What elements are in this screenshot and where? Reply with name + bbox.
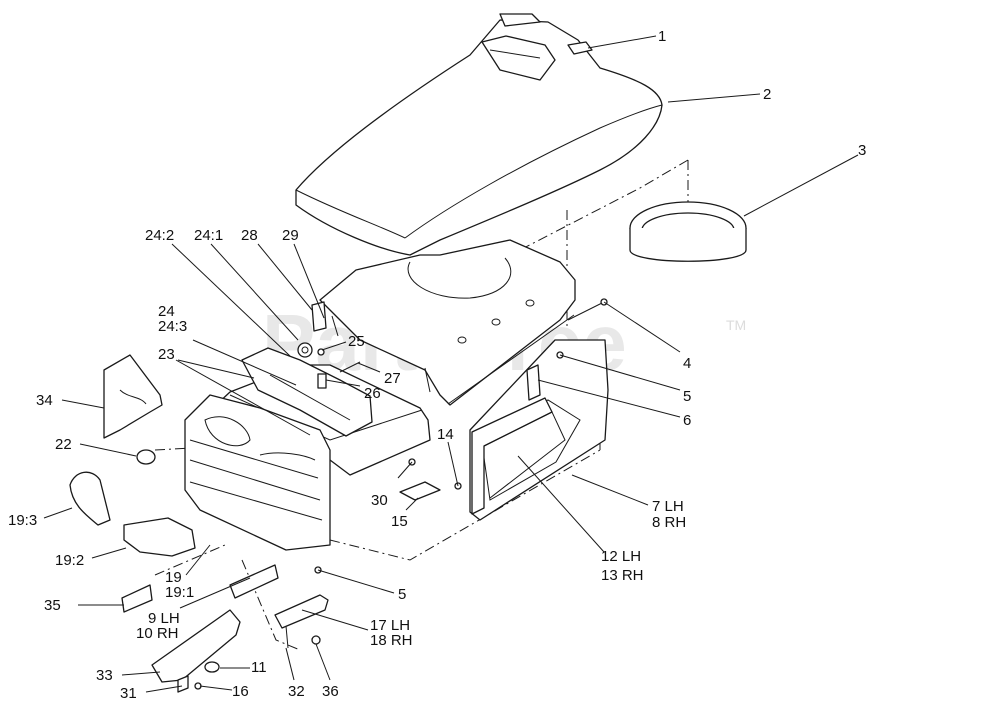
callout-28: 28 (241, 227, 258, 244)
callout-27: 27 (384, 370, 401, 387)
callout-36: 36 (322, 683, 339, 700)
callout-32: 32 (288, 683, 305, 700)
hood-part (295, 13, 663, 256)
callout-29: 29 (282, 227, 299, 244)
lens-cover-19-3-part (69, 471, 111, 526)
callout-19-2: 19:2 (55, 552, 84, 569)
callout-16: 16 (232, 683, 249, 700)
callout-24-3: 24:3 (158, 318, 187, 335)
callout-7-lh: 7 LH (652, 498, 684, 515)
callout-23: 23 (158, 346, 175, 363)
callout-25: 25 (348, 333, 365, 350)
callout-35: 35 (44, 597, 61, 614)
callout-9-lh: 9 LH (148, 610, 180, 627)
nut-36-part (311, 635, 321, 645)
callout-13-rh: 13 RH (601, 567, 644, 584)
callout-17-lh: 17 LH (370, 617, 410, 634)
small-hardware (311, 301, 361, 389)
callout-10-rh: 10 RH (136, 625, 179, 642)
callout-11: 11 (251, 659, 267, 676)
plate-15-part (399, 481, 441, 501)
callout-22: 22 (55, 436, 72, 453)
callout-8-rh: 8 RH (652, 514, 686, 531)
callout-19: 19 (165, 569, 182, 586)
callout-6: 6 (683, 412, 691, 429)
emblem-part (567, 41, 593, 55)
callouts: 1 2 3 4 5 6 7 LH 8 RH 12 LH 13 RH 5 17 L… (8, 28, 866, 702)
callout-1: 1 (658, 28, 666, 45)
clip-25-part (317, 348, 325, 356)
screw-32-part (285, 625, 289, 649)
callout-12-lh: 12 LH (601, 548, 641, 565)
callout-18-rh: 18 RH (370, 632, 413, 649)
callout-19-3: 19:3 (8, 512, 37, 529)
leader-lines (43, 35, 859, 693)
callout-31: 31 (120, 685, 137, 702)
lower-bracket-part (229, 564, 279, 599)
callout-5-upper: 5 (683, 388, 691, 405)
lens-cover-19-2-part (123, 517, 196, 557)
bracket-35-part (121, 584, 153, 613)
plug-28-part (311, 301, 327, 332)
side-screen-part (471, 397, 566, 515)
fasteners (177, 458, 462, 693)
lens-part (136, 449, 156, 465)
clip-31-part (177, 675, 189, 693)
callout-3: 3 (858, 142, 866, 159)
callout-24: 24 (158, 303, 175, 320)
mount-bracket-part (274, 594, 329, 629)
bulb-26-part (317, 373, 327, 389)
callout-30: 30 (371, 492, 388, 509)
nut-11-part (204, 661, 220, 673)
watermark-trademark: TM (726, 317, 746, 333)
callout-24-1: 24:1 (194, 227, 223, 244)
callout-33: 33 (96, 667, 113, 684)
callout-2: 2 (763, 86, 771, 103)
grille-part (184, 394, 331, 551)
pin-29-part (331, 315, 339, 337)
bracket-part (526, 364, 541, 401)
callout-14: 14 (437, 426, 454, 443)
callout-26: 26 (364, 385, 381, 402)
callout-34: 34 (36, 392, 53, 409)
wire-27-part (339, 361, 361, 373)
callout-24-2: 24:2 (145, 227, 174, 244)
headlight-assembly-part (241, 342, 373, 437)
callout-19-1: 19:1 (165, 584, 194, 601)
callout-5-lower: 5 (398, 586, 406, 603)
side-bracket-part (103, 354, 163, 439)
callout-4: 4 (683, 355, 691, 372)
long-bracket-part (151, 609, 241, 683)
hood-support-frame (319, 239, 576, 406)
callout-15: 15 (391, 513, 408, 530)
ring-part (629, 201, 747, 262)
